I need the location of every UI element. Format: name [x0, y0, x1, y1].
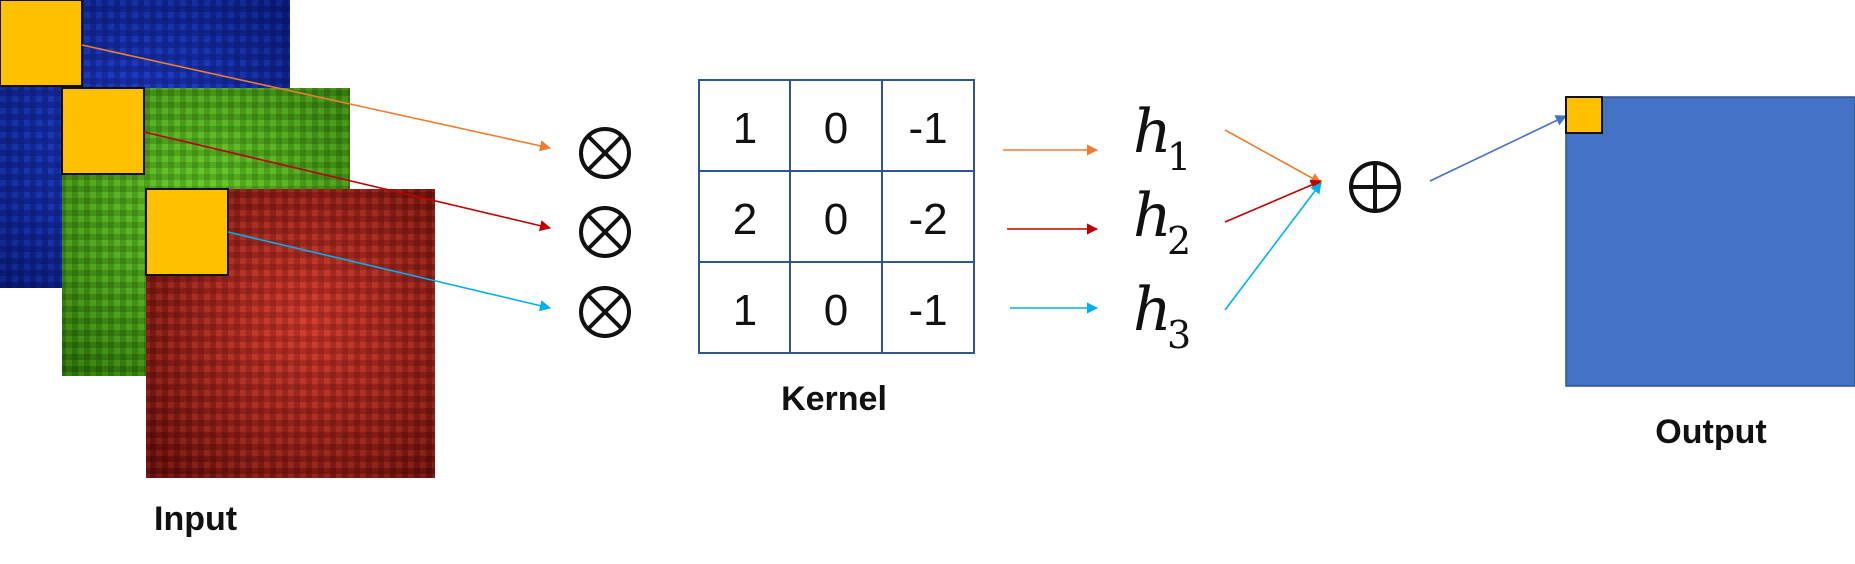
arrow-h3-to-sum [1224, 182, 1322, 311]
arrow-patch3-to-multiply [227, 231, 552, 312]
patch-green-channel [61, 87, 145, 175]
kernel-cell: -2 [908, 195, 947, 244]
kernel-cell: -1 [908, 104, 947, 153]
arrow-h1-to-sum [1224, 129, 1322, 184]
arrow-sum-to-output [1429, 115, 1568, 182]
kernel-cell: 0 [824, 104, 848, 153]
kernel-cell: 1 [733, 286, 757, 335]
term-subscript: 2 [1167, 219, 1191, 263]
channel-red [146, 189, 435, 478]
patch-red-channel [145, 188, 229, 276]
term-h3: h 3 [1133, 275, 1191, 357]
output-pixel [1565, 96, 1603, 134]
term-subscript: 3 [1167, 313, 1191, 357]
kernel-label: Kernel [781, 380, 887, 418]
term-h2: h 2 [1133, 181, 1191, 263]
input-label: Input [154, 500, 237, 538]
arrow-patch1-to-multiply [81, 44, 552, 152]
term-base: h [1133, 181, 1172, 251]
otimes-icon [579, 286, 631, 338]
term-base: h [1133, 275, 1172, 345]
output-label: Output [1655, 413, 1766, 451]
oplus-icon [1349, 161, 1401, 213]
term-subscript: 1 [1167, 135, 1191, 179]
arrow-patch2-to-multiply [143, 131, 552, 232]
input-stack [0, 0, 435, 478]
otimes-icon [579, 206, 631, 258]
output-map [1565, 96, 1855, 387]
kernel-cell: -1 [908, 286, 947, 335]
kernel-grid: 1 0 -1 2 0 -2 1 0 -1 [698, 79, 975, 354]
term-base: h [1133, 97, 1172, 167]
patch-blue-channel [0, 0, 83, 87]
otimes-icon [579, 127, 631, 179]
kernel-cell: 1 [733, 104, 757, 153]
arrow-h2-to-sum [1224, 179, 1323, 223]
kernel-cell: 0 [824, 286, 848, 335]
term-h1: h 1 [1133, 97, 1191, 179]
kernel-cell: 2 [733, 195, 757, 244]
kernel-cell: 0 [824, 195, 848, 244]
